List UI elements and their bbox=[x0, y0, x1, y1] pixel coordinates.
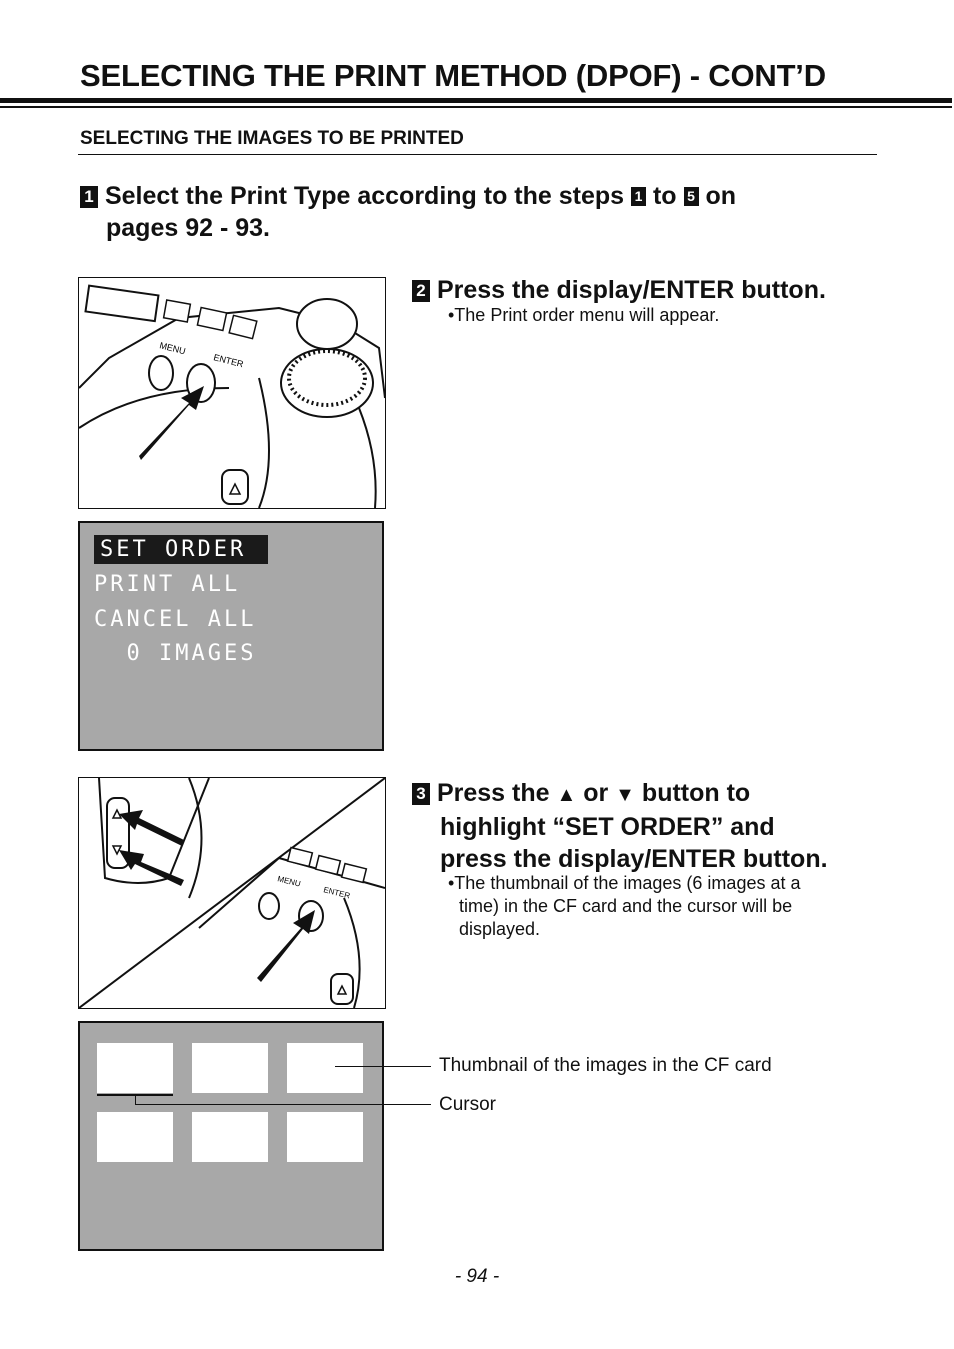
title-rule-thin bbox=[0, 106, 952, 108]
thumbnail-5 bbox=[192, 1112, 268, 1162]
step-1-text-b: to bbox=[652, 182, 677, 210]
camera-illustration-up-down: MENU ENTER bbox=[78, 777, 386, 1009]
lcd-print-order-menu: SET ORDER PRINT ALL CANCEL ALL 0 IMAGES bbox=[78, 521, 384, 751]
step-2-bullet: •The Print order menu will appear. bbox=[448, 305, 720, 325]
step-3-bullet: •The thumbnail of the images (6 images a… bbox=[448, 872, 878, 941]
cursor-callout: Cursor bbox=[439, 1094, 497, 1115]
step-3-bullet-line-3: displayed. bbox=[459, 919, 541, 939]
section-rule bbox=[78, 154, 877, 155]
step-3-line-1: 3 Press the ▲ or ▼ button to bbox=[412, 777, 882, 811]
menu-item-set-order-label: SET ORDER bbox=[94, 535, 269, 564]
camera-side-drawing: MENU ENTER bbox=[79, 778, 385, 1008]
step-3-line-2: highlight “SET ORDER” and bbox=[440, 813, 775, 841]
step-2: 2 Press the display/ENTER button. bbox=[412, 274, 826, 306]
step-3-text-c: button to bbox=[641, 779, 751, 807]
section-heading: SELECTING THE IMAGES TO BE PRINTED bbox=[80, 128, 464, 149]
step-ref-5: 5 bbox=[683, 187, 699, 206]
page-number: - 94 - bbox=[454, 1266, 500, 1287]
step-1-text-a: Select the Print Type according to the s… bbox=[104, 182, 625, 210]
up-arrow-icon: ▲ bbox=[556, 784, 577, 806]
thumbnail-3 bbox=[287, 1043, 363, 1093]
step-1-line-2: pages 92 - 93. bbox=[106, 214, 270, 242]
step-2-text: Press the display/ENTER button. bbox=[436, 276, 826, 304]
camera-menu-label: MENU bbox=[159, 340, 187, 356]
thumbnail-4 bbox=[97, 1112, 173, 1162]
menu-item-set-order: SET ORDER bbox=[94, 535, 269, 564]
thumbnail-leader-line bbox=[335, 1066, 431, 1067]
camera-top-drawing: MENU ENTER bbox=[79, 284, 385, 508]
step-3-text-b: or bbox=[583, 779, 609, 807]
step-1: 1 Select the Print Type according to the… bbox=[80, 180, 880, 244]
step-1-text-c: on bbox=[705, 182, 737, 210]
step-1-number: 1 bbox=[80, 186, 98, 208]
lcd-thumbnail-screen bbox=[78, 1021, 384, 1251]
down-arrow-icon: ▼ bbox=[615, 784, 635, 806]
camera-illustration-enter: MENU ENTER bbox=[78, 277, 386, 509]
menu-item-cancel-all: CANCEL ALL bbox=[94, 607, 257, 632]
page-title: SELECTING THE PRINT METHOD (DPOF) - CONT… bbox=[80, 58, 826, 93]
thumbnail-1 bbox=[97, 1043, 173, 1093]
step-2-number: 2 bbox=[412, 280, 430, 302]
step-3-line-3: press the display/ENTER button. bbox=[440, 845, 828, 873]
cursor-leader-line bbox=[135, 1104, 431, 1105]
menu-item-images-count: 0 IMAGES bbox=[94, 641, 257, 666]
camera2-enter-label: ENTER bbox=[323, 885, 352, 900]
step-3: 3 Press the ▲ or ▼ button to highlight “… bbox=[412, 777, 882, 875]
step-3-text-a: Press the bbox=[436, 779, 550, 807]
step-3-number: 3 bbox=[412, 783, 430, 805]
step-3-bullet-line-1: •The thumbnail of the images (6 images a… bbox=[448, 873, 801, 893]
camera-enter-label: ENTER bbox=[213, 352, 246, 369]
thumbnail-6 bbox=[287, 1112, 363, 1162]
menu-item-print-all: PRINT ALL bbox=[94, 572, 241, 597]
thumbnail-callout: Thumbnail of the images in the CF card bbox=[439, 1055, 772, 1076]
step-ref-1: 1 bbox=[631, 187, 646, 206]
step-3-bullet-line-2: time) in the CF card and the cursor will… bbox=[459, 896, 793, 916]
cursor-leader-vertical bbox=[135, 1094, 136, 1104]
camera2-menu-label: MENU bbox=[277, 874, 302, 888]
thumbnail-2 bbox=[192, 1043, 268, 1093]
title-rule-thick bbox=[0, 98, 952, 103]
